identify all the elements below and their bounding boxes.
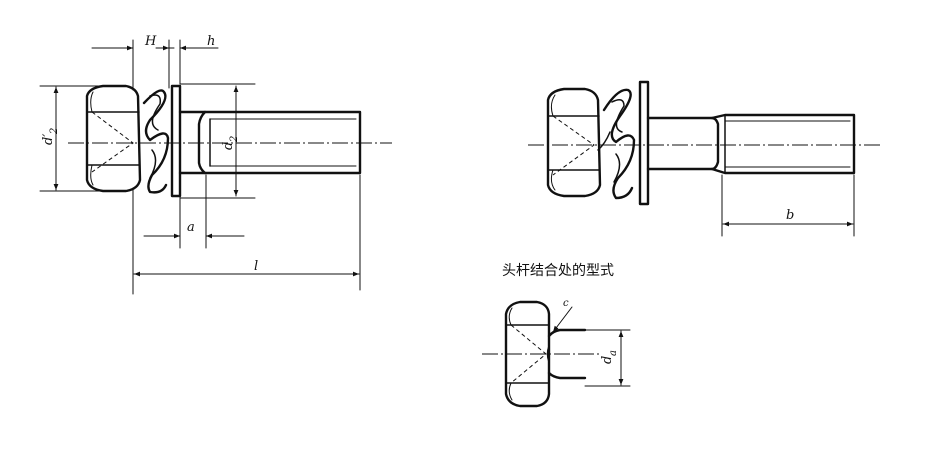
detail-caption: 头杆结合处的型式 (502, 263, 614, 279)
assembly-view-dimensioned: H h d′ 2 d 2 a l (39, 34, 392, 295)
svg-text:a: a (608, 350, 619, 356)
junction-fillet (546, 345, 550, 363)
label-da: d a (600, 350, 619, 364)
spring-washer (142, 89, 170, 194)
spring-washer (602, 88, 636, 200)
head-shank-junction-detail: c d a (482, 298, 631, 408)
shank (646, 116, 720, 171)
head-chamfer-left (550, 94, 556, 191)
spring-washer-inner (611, 99, 625, 183)
svg-text:d: d (221, 142, 236, 150)
label-H: H (144, 34, 157, 49)
label-h: h (207, 34, 215, 49)
assembly-view-thread-length: b (528, 80, 882, 237)
label-d2: d 2 (221, 136, 240, 150)
label-b: b (786, 208, 794, 223)
head-chamfer-left (508, 307, 513, 401)
label-c: c (563, 298, 569, 309)
spring-washer-inner (149, 94, 162, 179)
flat-washer (638, 80, 650, 206)
hex-head (504, 300, 551, 408)
hex-head (546, 87, 602, 198)
leader-c (552, 306, 573, 333)
label-a: a (187, 220, 195, 235)
head-chamfer-left (90, 91, 94, 186)
thread-section (710, 113, 856, 175)
svg-text:2: 2 (229, 136, 240, 143)
svg-text:d′: d′ (41, 134, 56, 145)
head-fillet (597, 131, 611, 151)
label-l: l (254, 259, 258, 274)
hex-head (85, 84, 142, 193)
head-recess-outline (91, 111, 134, 173)
head-recess-outline (552, 115, 595, 176)
flat-washer (170, 84, 182, 198)
svg-text:d: d (600, 356, 615, 364)
svg-text:2: 2 (49, 128, 60, 135)
label-d2-prime: d′ 2 (41, 128, 60, 145)
